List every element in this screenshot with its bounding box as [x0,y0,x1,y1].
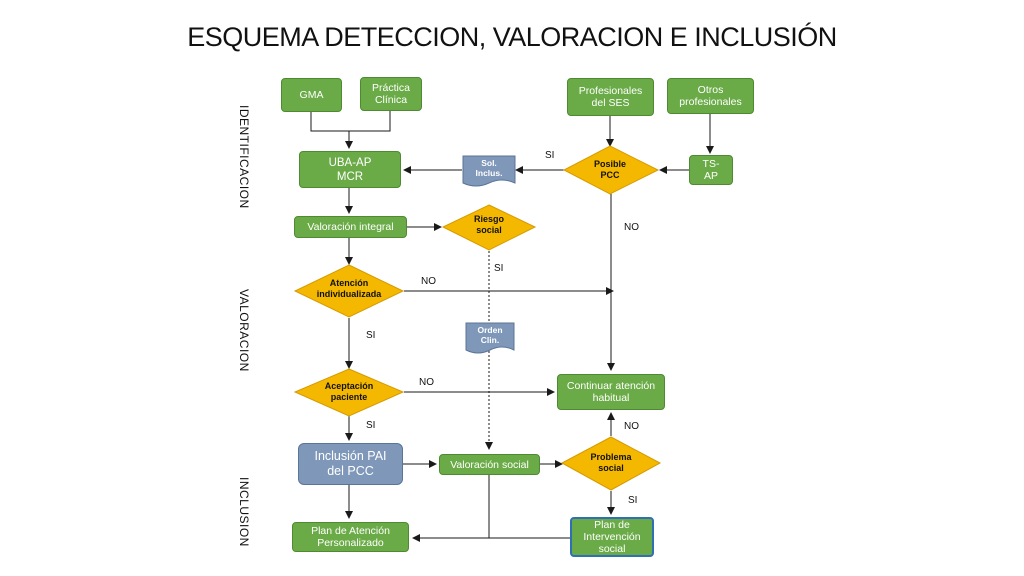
node-valoracion-social: Valoración social [439,454,540,475]
decision-riesgo-social [441,204,537,251]
edge-gma-uba [310,112,349,132]
document-sol-inclus [462,155,516,187]
document-orden-clin [465,322,515,354]
decision-atencion [293,264,405,318]
edge-practica-uba [345,111,391,149]
decision-aceptacion [293,368,405,417]
page-title: ESQUEMA DETECCION, VALORACION E INCLUSIÓ… [187,22,837,52]
text-sol-inclus: Sol.Inclus. [475,158,503,178]
node-gma: GMA [281,78,342,112]
label-si-riesgo: SI [494,263,504,274]
label-si-atencion: SI [366,330,376,341]
label-no-atencion: NO [421,276,436,287]
decision-problema [560,436,662,491]
label-si-problema: SI [628,495,638,506]
label-identificacion: IDENTIFICACION [237,105,251,209]
label-si-posible: SI [545,150,555,161]
label-no-posible: NO [624,222,639,233]
label-si-aceptacion: SI [366,420,376,431]
label-no-problema: NO [624,421,639,432]
node-valoracion-integral: Valoración integral [294,216,407,238]
label-inclusion: INCLUSION [237,477,251,547]
decision-posible-pcc [562,145,660,195]
node-ts-ap: TS-AP [689,155,733,185]
label-no-aceptacion: NO [419,377,434,388]
label-valoracion: VALORACION [237,289,251,372]
